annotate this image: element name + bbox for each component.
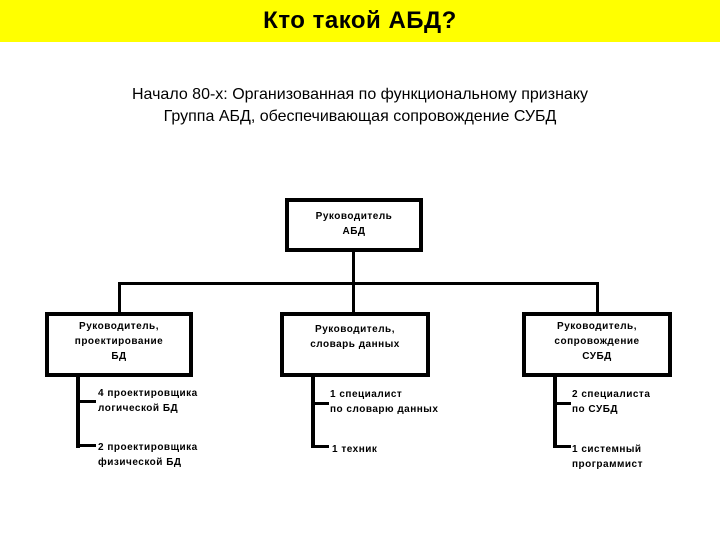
org-node-line: Руководитель, — [79, 321, 159, 332]
connector-root-stem — [352, 252, 355, 285]
org-node-dbms-support: Руководитель, сопровождение СУБД — [522, 312, 672, 377]
title-bar: Кто такой АБД? — [0, 0, 720, 42]
leaf-line: физической БД — [98, 457, 182, 468]
connector-spine-right — [553, 377, 557, 448]
leaf-label-technician: 1 техник — [332, 442, 377, 457]
connector-tick — [311, 402, 329, 405]
leaf-line: 2 проектировщика — [98, 442, 198, 453]
org-node-line: Руководитель, — [557, 321, 637, 332]
connector-drop-left — [118, 282, 121, 312]
connector-drop-right — [596, 282, 599, 312]
leaf-line: 1 специалист — [330, 389, 403, 400]
leaf-line: 1 техник — [332, 444, 378, 455]
leaf-line: 1 системный — [572, 444, 642, 455]
leaf-line: 2 специалиста — [572, 389, 651, 400]
org-node-data-dictionary: Руководитель, словарь данных — [280, 312, 430, 377]
connector-tick — [76, 400, 96, 403]
subtitle-line-1: Начало 80-х: Организованная по функциона… — [131, 86, 588, 103]
org-node-line: СУБД — [582, 351, 612, 362]
org-node-db-design: Руководитель, проектирование БД — [45, 312, 193, 377]
connector-tick — [553, 445, 571, 448]
connector-tick — [553, 402, 571, 405]
connector-tick — [311, 445, 329, 448]
subtitle-line-2: Группа АБД, обеспечивающая сопровождение… — [163, 108, 557, 125]
leaf-label-dbms-specialists: 2 специалиста по СУБД — [572, 387, 650, 417]
org-node-line: Руководитель — [315, 211, 393, 222]
org-node-line: словарь данных — [310, 339, 400, 350]
leaf-label-logical-designers: 4 проектировщика логической БД — [98, 386, 198, 416]
leaf-line: программист — [572, 459, 643, 470]
connector-drop-middle — [352, 285, 355, 312]
leaf-line: логической БД — [98, 403, 179, 414]
leaf-label-dictionary-specialist: 1 специалист по словарю данных — [330, 387, 438, 417]
org-node-line: Руководитель, — [315, 324, 395, 335]
leaf-label-system-programmer: 1 системный программист — [572, 442, 643, 472]
org-node-line: сопровождение — [554, 336, 640, 347]
slide-title: Кто такой АБД? — [263, 7, 457, 34]
connector-tick — [76, 444, 96, 447]
connector-spine-middle — [311, 377, 315, 448]
org-node-root: Руководитель АБД — [285, 198, 423, 252]
leaf-label-physical-designers: 2 проектировщика физической БД — [98, 440, 198, 470]
slide-subtitle: Начало 80-х: Организованная по функциона… — [0, 84, 720, 128]
org-node-line: БД — [111, 351, 127, 362]
leaf-line: по словарю данных — [330, 404, 439, 415]
connector-horizontal — [118, 282, 599, 285]
org-node-line: АБД — [342, 226, 366, 237]
org-node-line: проектирование — [74, 336, 164, 347]
leaf-line: 4 проектировщика — [98, 388, 198, 399]
leaf-line: по СУБД — [572, 404, 619, 415]
connector-spine-left — [76, 377, 80, 448]
